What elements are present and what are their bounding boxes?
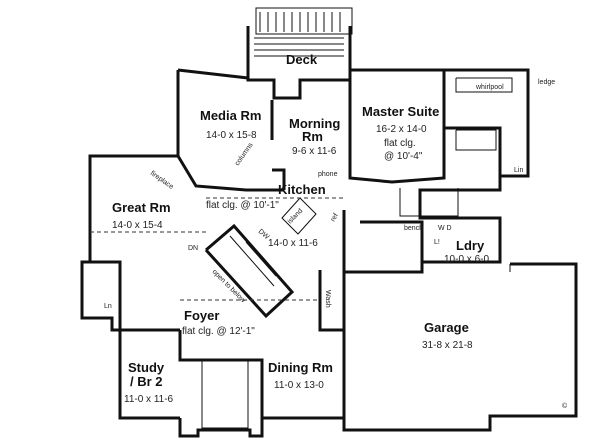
master-suite-dims: 16-2 x 14-0 [376, 124, 427, 135]
wash-label: Wash [324, 290, 331, 308]
phone-label: phone [318, 171, 338, 178]
stair-down-label: DN [188, 245, 198, 252]
deck-area [246, 7, 353, 100]
deck-name: Deck [286, 52, 318, 67]
kitchen-ceiling: flat clg. @ 10'-1" [206, 200, 279, 211]
dining-room-name: Dining Rm [268, 360, 333, 375]
house-walls [80, 68, 530, 438]
interior-walls [90, 70, 513, 418]
ledge-label: ledge [538, 79, 555, 86]
kitchen-name: Kitchen [278, 182, 326, 197]
garage-area [342, 262, 578, 432]
bench-label: bench [404, 225, 423, 232]
kitchen-dims: 14-0 x 11-6 [268, 238, 318, 249]
media-room-name: Media Rm [200, 108, 261, 123]
study-dims: 11-0 x 11-6 [124, 394, 174, 405]
morning-room-name-2: Rm [302, 129, 323, 144]
media-room-dims: 14-0 x 15-8 [206, 130, 257, 141]
washer-dryer-label: W D [438, 225, 452, 232]
master-suite-name: Master Suite [362, 104, 439, 119]
foyer-name: Foyer [184, 308, 219, 323]
whirlpool-label: whirlpool [475, 84, 504, 91]
refrigerator-label: ref [330, 212, 340, 223]
copyright-label: © [562, 402, 568, 410]
master-suite-ceiling-2: @ 10'-4" [384, 151, 423, 162]
great-room-dims: 14-0 x 15-4 [112, 220, 163, 231]
garage-dims: 31-8 x 21-8 [422, 340, 473, 351]
laundry-name: Ldry [456, 238, 485, 253]
laundry-dims: 10-0 x 6-0 [444, 254, 489, 265]
dining-room-dims: 11-0 x 13-0 [274, 380, 324, 391]
master-suite-ceiling-1: flat clg. [384, 138, 416, 149]
linen-label: Lin [514, 167, 523, 174]
room-labels: Deck Media Rm 14-0 x 15-8 Morning Rm 9-6… [112, 52, 489, 405]
fireplace-label: fireplace [149, 170, 175, 191]
columns-label: columns [234, 141, 255, 167]
laundry-tub-label: L! [434, 239, 440, 246]
morning-room-name-1: Morning [289, 116, 340, 131]
great-room-name: Great Rm [112, 200, 171, 215]
study-name-1: Study [128, 360, 165, 375]
garage-name: Garage [424, 320, 469, 335]
foyer-ceiling: flat clg. @ 12'-1" [182, 326, 255, 337]
study-name-2: / Br 2 [130, 374, 163, 389]
stair-and-island [90, 197, 344, 319]
linen-label-2: Ln [104, 303, 112, 310]
morning-room-dims: 9-6 x 11-6 [292, 146, 337, 157]
